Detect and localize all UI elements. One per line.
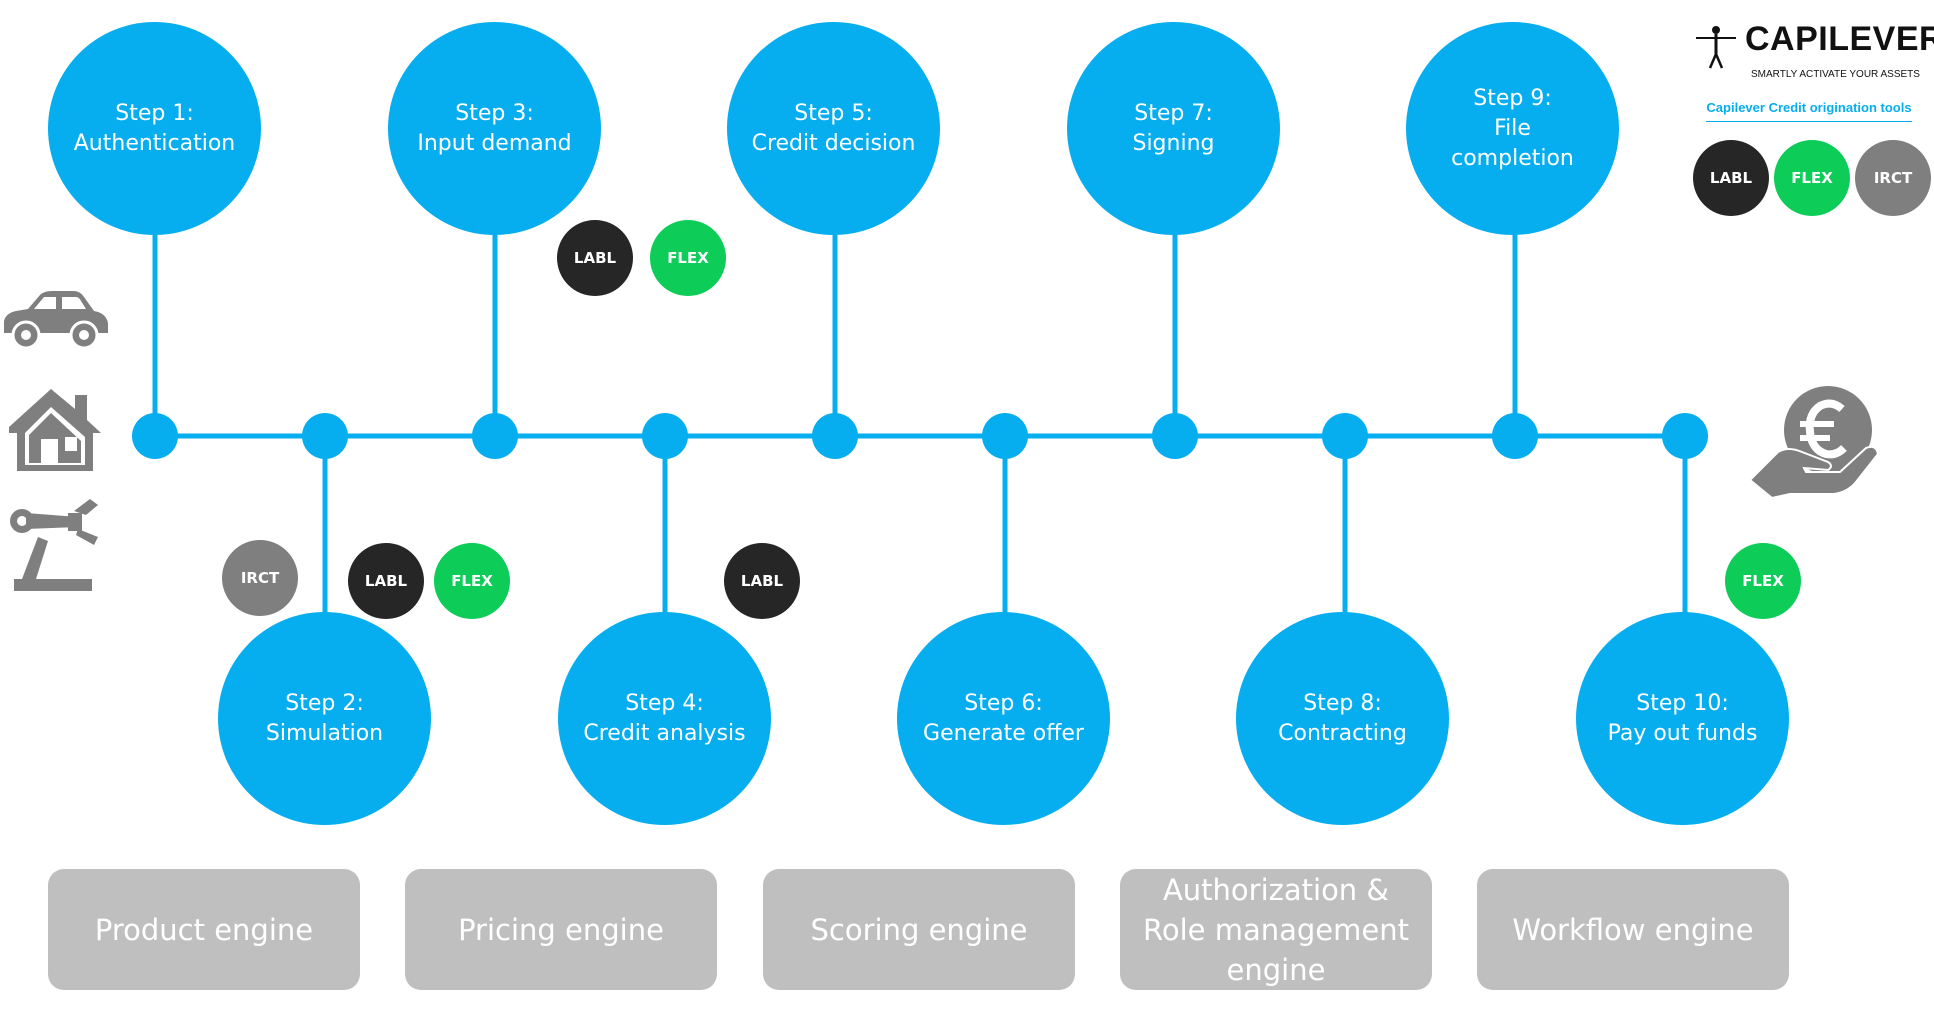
house-icon bbox=[9, 389, 101, 471]
step-2-flex-badge: FLEX bbox=[434, 543, 510, 619]
step-7: Step 7: Signing bbox=[1067, 22, 1280, 235]
step-2-label: Step 2: Simulation bbox=[265, 690, 384, 746]
step-4-labl-badge: LABL bbox=[724, 543, 800, 619]
engine-authorization-label: Authorization & Role management engine bbox=[1143, 872, 1409, 987]
step-3-label: Step 3: Input demand bbox=[417, 100, 572, 156]
legend-labl-badge: LABL bbox=[1693, 140, 1769, 216]
step-5-junction-dot bbox=[812, 413, 858, 459]
step-2-irct-badge: IRCT bbox=[222, 540, 298, 616]
step-3-junction-dot bbox=[472, 413, 518, 459]
car-icon bbox=[4, 291, 108, 350]
step-7-label: Step 7: Signing bbox=[1132, 100, 1215, 156]
step-8-junction-dot bbox=[1322, 413, 1368, 459]
engine-scoring-label: Scoring engine bbox=[810, 912, 1028, 947]
engine-pricing: Pricing engine bbox=[405, 869, 717, 990]
step-3: Step 3: Input demand bbox=[388, 22, 601, 235]
step-2: Step 2: Simulation bbox=[218, 612, 431, 825]
step-2-labl-badge: LABL bbox=[348, 543, 424, 619]
engine-pricing-label: Pricing engine bbox=[458, 912, 664, 947]
step-10-junction-dot bbox=[1662, 413, 1708, 459]
step-4-junction-dot bbox=[642, 413, 688, 459]
step-8: Step 8: Contracting bbox=[1236, 612, 1449, 825]
brand-subtitle: Capilever Credit origination tools bbox=[1706, 100, 1912, 122]
step-4-label: Step 4: Credit analysis bbox=[583, 690, 746, 746]
engine-authorization: Authorization & Role management engine bbox=[1120, 869, 1432, 990]
step-1-label: Step 1: Authentication bbox=[73, 100, 236, 156]
step-5: Step 5: Credit decision bbox=[727, 22, 940, 235]
legend-flex-badge: FLEX bbox=[1774, 140, 1850, 216]
step-6-label: Step 6: Generate offer bbox=[923, 690, 1084, 746]
step-1-junction-dot bbox=[132, 413, 178, 459]
engine-workflow: Workflow engine bbox=[1477, 869, 1789, 990]
robot-arm-icon bbox=[10, 499, 98, 591]
step-8-label: Step 8: Contracting bbox=[1278, 690, 1407, 746]
step-3-labl-badge: LABL bbox=[557, 220, 633, 296]
engine-product-label: Product engine bbox=[94, 912, 314, 947]
step-10-flex-badge: FLEX bbox=[1725, 543, 1801, 619]
step-9-label: Step 9: File completion bbox=[1451, 85, 1574, 171]
step-2-junction-dot bbox=[302, 413, 348, 459]
step-6-junction-dot bbox=[982, 413, 1028, 459]
euro-hand-icon bbox=[1748, 386, 1880, 498]
brand-name: CAPILEVER bbox=[1745, 20, 1934, 58]
brand-tagline: SMARTLY ACTIVATE YOUR ASSETS bbox=[1751, 69, 1920, 80]
engine-workflow-label: Workflow engine bbox=[1512, 912, 1754, 947]
step-7-junction-dot bbox=[1152, 413, 1198, 459]
step-6: Step 6: Generate offer bbox=[897, 612, 1110, 825]
step-3-flex-badge: FLEX bbox=[650, 220, 726, 296]
step-10: Step 10: Pay out funds bbox=[1576, 612, 1789, 825]
legend-irct-badge: IRCT bbox=[1855, 140, 1931, 216]
step-9: Step 9: File completion bbox=[1406, 22, 1619, 235]
step-9-junction-dot bbox=[1492, 413, 1538, 459]
step-4: Step 4: Credit analysis bbox=[558, 612, 771, 825]
step-10-label: Step 10: Pay out funds bbox=[1607, 690, 1758, 746]
step-1: Step 1: Authentication bbox=[48, 22, 261, 235]
engine-scoring: Scoring engine bbox=[763, 869, 1075, 990]
step-5-label: Step 5: Credit decision bbox=[751, 100, 916, 156]
engine-product: Product engine bbox=[48, 869, 360, 990]
capilever-logo-icon bbox=[1696, 26, 1736, 69]
